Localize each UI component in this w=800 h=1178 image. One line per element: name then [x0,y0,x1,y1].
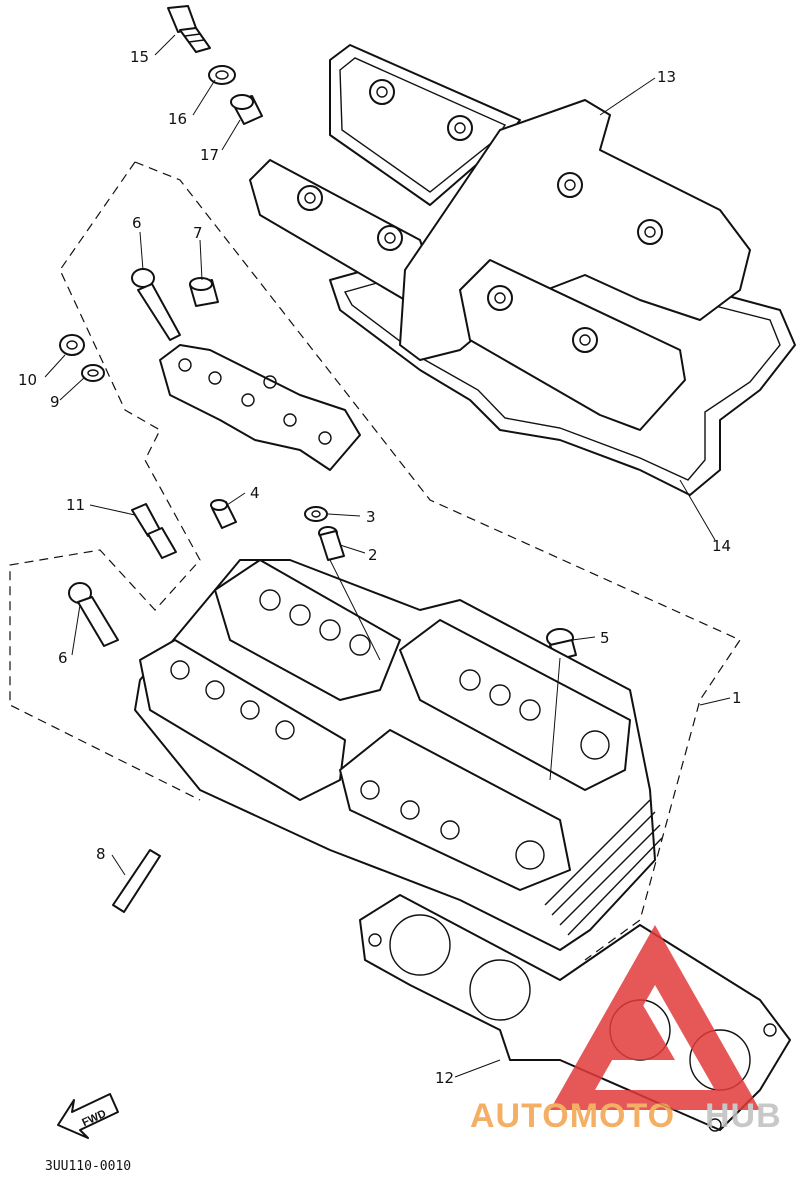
spark-plug-11 [131,503,177,559]
plug-7 [189,277,219,307]
cap-nut-10 [59,334,85,356]
watermark-text-hub: HUB [705,1097,782,1135]
leader-lines [44,34,731,1078]
assembly-boundary-rocker [9,161,201,801]
callout-10: 10 [18,371,37,389]
stud-2 [318,526,345,561]
washer-9 [81,364,105,382]
callout-6-upper: 6 [132,214,142,232]
callout-4: 4 [250,484,260,502]
callout-9: 9 [50,393,60,411]
dowel-pin-4 [210,499,237,529]
callout-3: 3 [366,508,376,526]
callout-1: 1 [732,689,742,707]
callout-15: 15 [130,48,149,66]
assembly-boundary-upper [134,161,741,961]
callout-6-lower: 6 [58,649,68,667]
washer-16 [208,65,236,85]
head-cam-bridge-front [339,729,571,891]
watermark-logo-inner [605,1000,675,1060]
bolt-6-upper [131,268,181,341]
watermark-logo-triangle [550,925,760,1110]
stud-8 [112,849,161,913]
diagram-code: 3UU110-0010 [45,1159,131,1174]
callout-12: 12 [435,1069,454,1087]
valve-cover-assembly [249,44,796,496]
callout-13: 13 [657,68,676,86]
callout-17: 17 [200,146,219,164]
head-cam-bridge-left [139,639,346,801]
callout-11: 11 [66,496,85,514]
head-cam-bridge-right [399,619,631,791]
washer-3 [304,506,328,522]
cylinder-head [134,559,663,951]
callout-5: 5 [600,629,610,647]
cover-bolt-holes [297,79,663,353]
callout-labels: 1 2 3 4 5 6 6 7 8 9 10 11 12 13 14 15 16… [18,48,742,1087]
cam-holder [159,344,361,471]
cam-holder-holes [178,358,332,445]
watermark: AUTOMOTO HUB [470,925,782,1135]
callout-2: 2 [368,546,378,564]
callout-16: 16 [168,110,187,128]
head-valve-pockets [170,589,610,870]
fwd-arrow: FWD [57,1093,119,1139]
cam-cover-front [459,259,686,431]
bolt-6-lower [68,582,119,647]
callout-8: 8 [96,845,106,863]
cover-bolt-15 [167,5,211,53]
watermark-text-automoto: AUTOMOTO [470,1097,675,1135]
callout-14: 14 [712,537,731,555]
callout-7: 7 [193,224,203,242]
grommet-17 [230,94,263,125]
head-cooling-fins [544,799,663,936]
